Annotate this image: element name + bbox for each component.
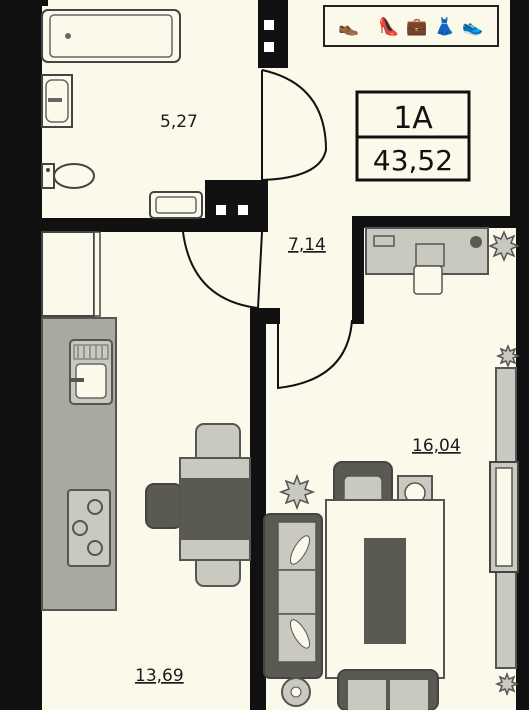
room-area-hallway: 7,14 bbox=[288, 235, 326, 255]
dining-table bbox=[145, 423, 251, 587]
bathroom-sink bbox=[41, 74, 73, 128]
bathroom-door bbox=[261, 69, 328, 181]
shoe-icon: 👞 bbox=[338, 17, 359, 37]
desk bbox=[365, 227, 489, 295]
kitchen-door bbox=[182, 231, 263, 310]
floor-lamp bbox=[281, 677, 311, 707]
plant-desk bbox=[488, 230, 520, 262]
bag-icon: 💼 bbox=[406, 17, 427, 37]
apartment-badge: 1A 43,52 bbox=[355, 90, 471, 182]
tv-stand bbox=[489, 367, 519, 669]
dress-icon: 👗 bbox=[434, 16, 455, 37]
doors bbox=[182, 69, 353, 390]
plant-sofa bbox=[278, 473, 316, 511]
plant-right bbox=[495, 343, 521, 369]
sneaker-icon: 👟 bbox=[462, 17, 483, 37]
toilet bbox=[41, 163, 95, 189]
sofa bbox=[263, 513, 323, 679]
washing-machine bbox=[149, 191, 203, 219]
kitchen-sink bbox=[69, 339, 113, 405]
bathtub bbox=[41, 9, 181, 63]
plants bbox=[278, 230, 521, 697]
heel-icon: 👠 bbox=[378, 16, 399, 37]
fridge bbox=[41, 231, 101, 317]
cooktop bbox=[67, 489, 111, 567]
room-area-living-room: 16,04 bbox=[412, 436, 461, 456]
total-area: 43,52 bbox=[373, 144, 453, 177]
apartment-type: 1A bbox=[393, 101, 433, 136]
room-area-bathroom: 5,27 bbox=[160, 112, 198, 132]
wardrobe: 👞 👠 💼 👗 👟 bbox=[323, 5, 499, 47]
rug bbox=[325, 499, 445, 679]
bottom-armchairs bbox=[337, 669, 439, 710]
living-door bbox=[277, 319, 353, 390]
plant-bottom bbox=[494, 671, 520, 697]
room-area-kitchen: 13,69 bbox=[135, 666, 184, 686]
